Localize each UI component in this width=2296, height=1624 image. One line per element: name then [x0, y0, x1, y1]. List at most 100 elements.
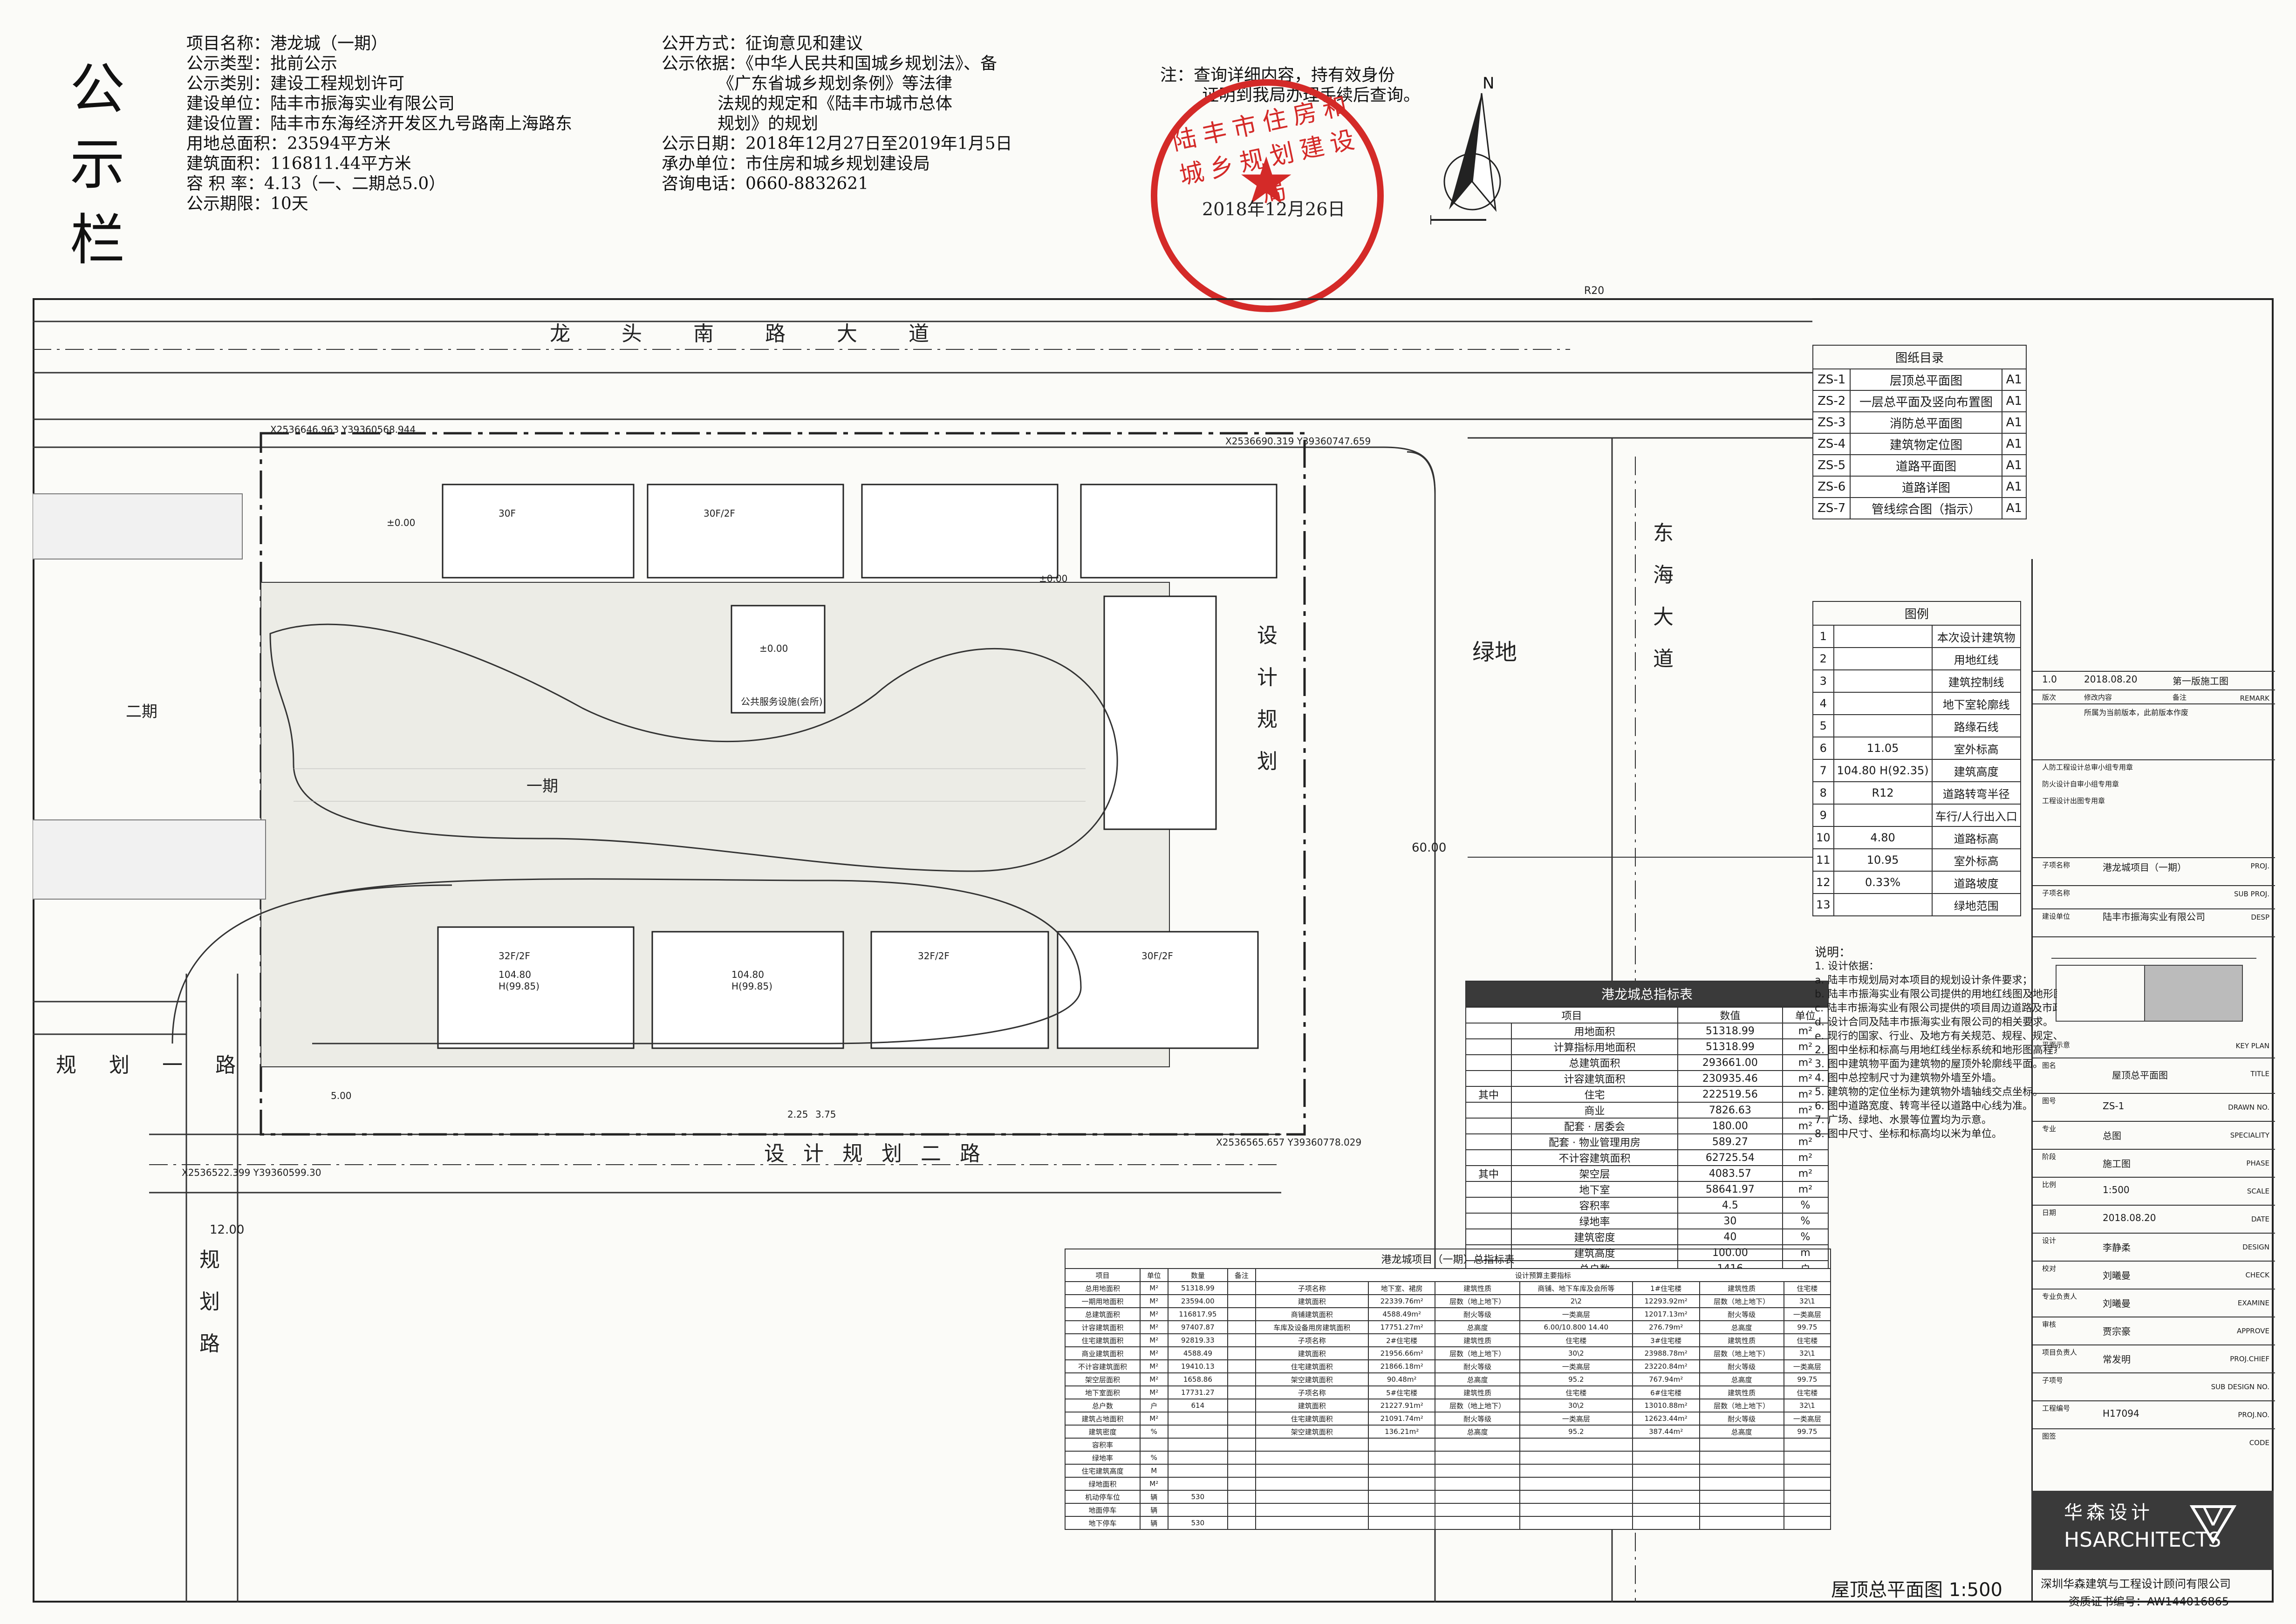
tower-floors: 30F	[499, 508, 516, 519]
index-cell: ZS-7	[1812, 497, 1851, 519]
metrics-block-cell: 住宅楼	[1519, 1333, 1633, 1347]
notice-line: 公示依据：《中华人民共和国城乡规划法》、备	[662, 54, 998, 73]
road-width-east: 60.00	[1412, 841, 1447, 855]
legend-number: 2	[1812, 647, 1834, 670]
metrics-cell: 92819.33	[1167, 1333, 1229, 1347]
notice-line: 规划》的规划	[718, 114, 819, 133]
notice-line: 承办单位：市住房和城乡规划建设局	[662, 154, 930, 173]
road-name-south: 设计规划二路	[764, 1142, 999, 1166]
metrics-block-cell: 21956.66m²	[1367, 1346, 1436, 1360]
coordinate-nw: X2536646.963 Y39360568.944	[270, 424, 416, 435]
summary-cell: m²	[1782, 1070, 1829, 1087]
tower-height: H(99.85)	[499, 981, 540, 992]
north-arrow-icon: N	[1430, 74, 1501, 225]
metrics-block-cell: 99.75	[1783, 1372, 1831, 1386]
metrics-head: 单位	[1139, 1268, 1168, 1282]
notice-line: 法规的规定和《陆丰市城市总体	[718, 94, 953, 113]
metrics-block-cell: 住宅楼	[1783, 1281, 1831, 1295]
key-plan-label: 平面示意	[2042, 1041, 2070, 1049]
metrics-block-cell: 住宅楼	[1783, 1333, 1831, 1347]
notice-line: 用地总面积：23594平方米	[186, 134, 391, 153]
stamp-label-row: 人防工程设计总审小组专用章 防火设计自审小组专用章 工程设计出图专用章	[2033, 759, 2275, 811]
legend-title: 图例	[1812, 601, 2021, 625]
legend-desc: 路缘石线	[1931, 714, 2021, 737]
metrics-block-cell	[1367, 1503, 1436, 1517]
metrics-block-cell: 住宅建筑面积	[1255, 1359, 1369, 1373]
revision-note-row: 所属为当前版本，此前版本作废	[2033, 703, 2275, 720]
legend-number: 8	[1812, 781, 1834, 805]
road-name-east: 东海大道	[1653, 521, 1674, 671]
summary-head: 单位	[1782, 1007, 1829, 1024]
notes-title: 说明：	[1815, 946, 1852, 960]
metrics-block-cell: 耐火等级	[1699, 1412, 1784, 1426]
metrics-block-cell	[1519, 1503, 1633, 1517]
scale: 1:500	[2103, 1184, 2130, 1195]
notice-line: 项目名称：港龙城（一期）	[186, 34, 388, 53]
notice-project-info: 项目名称：港龙城（一期） 公示类型：批前公示 公示类别：建设工程规划许可 建设单…	[186, 34, 643, 214]
metrics-cell: 架空层面积	[1065, 1372, 1141, 1386]
metrics-block-cell: 2\2	[1519, 1294, 1633, 1308]
metrics-block-cell: 4588.49m²	[1367, 1307, 1436, 1321]
metrics-block-cell	[1435, 1438, 1520, 1452]
metrics-cell: 商业建筑面积	[1065, 1346, 1141, 1360]
metrics-cell: 总建筑面积	[1065, 1307, 1141, 1321]
sub-design-row: 子项号 SUB DESIGN NO.	[2033, 1372, 2275, 1400]
summary-cell: 建筑密度	[1511, 1228, 1678, 1245]
summary-cell: 计容建筑面积	[1511, 1070, 1678, 1087]
summary-cell: 30	[1677, 1213, 1783, 1229]
metrics-cell: 51318.99	[1167, 1281, 1229, 1295]
sub-design-en: SUB DESIGN NO.	[2211, 1383, 2269, 1391]
metrics-block-cell	[1367, 1451, 1436, 1465]
metrics-note-cell	[1227, 1438, 1256, 1452]
metrics-note-cell	[1227, 1464, 1256, 1478]
metrics-cell: 19410.13	[1167, 1359, 1229, 1373]
metrics-block-cell	[1783, 1438, 1831, 1452]
metrics-cell: 地下停车	[1065, 1516, 1141, 1530]
project-label: 子项名称	[2042, 861, 2070, 869]
metrics-row: 容积率	[1065, 1438, 1831, 1452]
metrics-note-cell	[1227, 1399, 1256, 1412]
metrics-block-cell: 层数（地上地下）	[1435, 1294, 1520, 1308]
legend-number: 4	[1812, 692, 1834, 715]
metrics-cell: 总户数	[1065, 1399, 1141, 1412]
metrics-block-cell: 13010.88m²	[1632, 1399, 1700, 1412]
legend-desc: 道路标高	[1931, 826, 2021, 849]
legend-number: 12	[1812, 871, 1834, 894]
specialty-en: SPECIALITY	[2230, 1131, 2269, 1140]
summary-cell: m²	[1782, 1054, 1829, 1071]
metrics-block-cell: 总高度	[1699, 1320, 1784, 1334]
metrics-block-cell: 架空建筑面积	[1255, 1372, 1369, 1386]
legend-desc: 道路坡度	[1931, 871, 2021, 894]
metrics-cell: M²	[1139, 1333, 1168, 1347]
metrics-cell	[1167, 1438, 1229, 1452]
index-cell: ZS-5	[1812, 454, 1851, 477]
approver-row: 审核 贾宗豪 APPROVE	[2033, 1317, 2275, 1344]
metrics-note-cell	[1227, 1320, 1256, 1334]
note-line: b. 陆丰市振海实业有限公司提供的用地红线图及地形图；	[1815, 989, 2057, 1000]
metrics-cell: 614	[1167, 1399, 1229, 1412]
logo-triangle-icon	[2190, 1505, 2236, 1544]
metrics-block-cell: 一类高层	[1519, 1412, 1633, 1426]
summary-cell: 293661.00	[1677, 1054, 1783, 1071]
metrics-note-cell	[1227, 1385, 1256, 1399]
metrics-block-cell: 层数（地上地下）	[1435, 1346, 1520, 1360]
metrics-block-cell: 子项名称	[1255, 1385, 1369, 1399]
metrics-block-cell: 总高度	[1699, 1425, 1784, 1439]
metrics-block-cell	[1519, 1438, 1633, 1452]
chief-label: 项目负责人	[2042, 1348, 2077, 1357]
project-name: 港龙城项目（一期）	[2103, 862, 2187, 873]
summary-cell: m²	[1782, 1086, 1829, 1103]
metrics-note-cell	[1227, 1346, 1256, 1360]
index-cell: A1	[2001, 433, 2027, 455]
metrics-block-cell	[1255, 1490, 1369, 1504]
note-line: 5. 建筑物的定位坐标为建筑物外墙轴线交点坐标。	[1815, 1086, 2043, 1098]
metrics-head: 数量	[1167, 1268, 1229, 1282]
client-label: 建设单位	[2042, 912, 2070, 921]
legend-symbol	[1833, 647, 1933, 670]
